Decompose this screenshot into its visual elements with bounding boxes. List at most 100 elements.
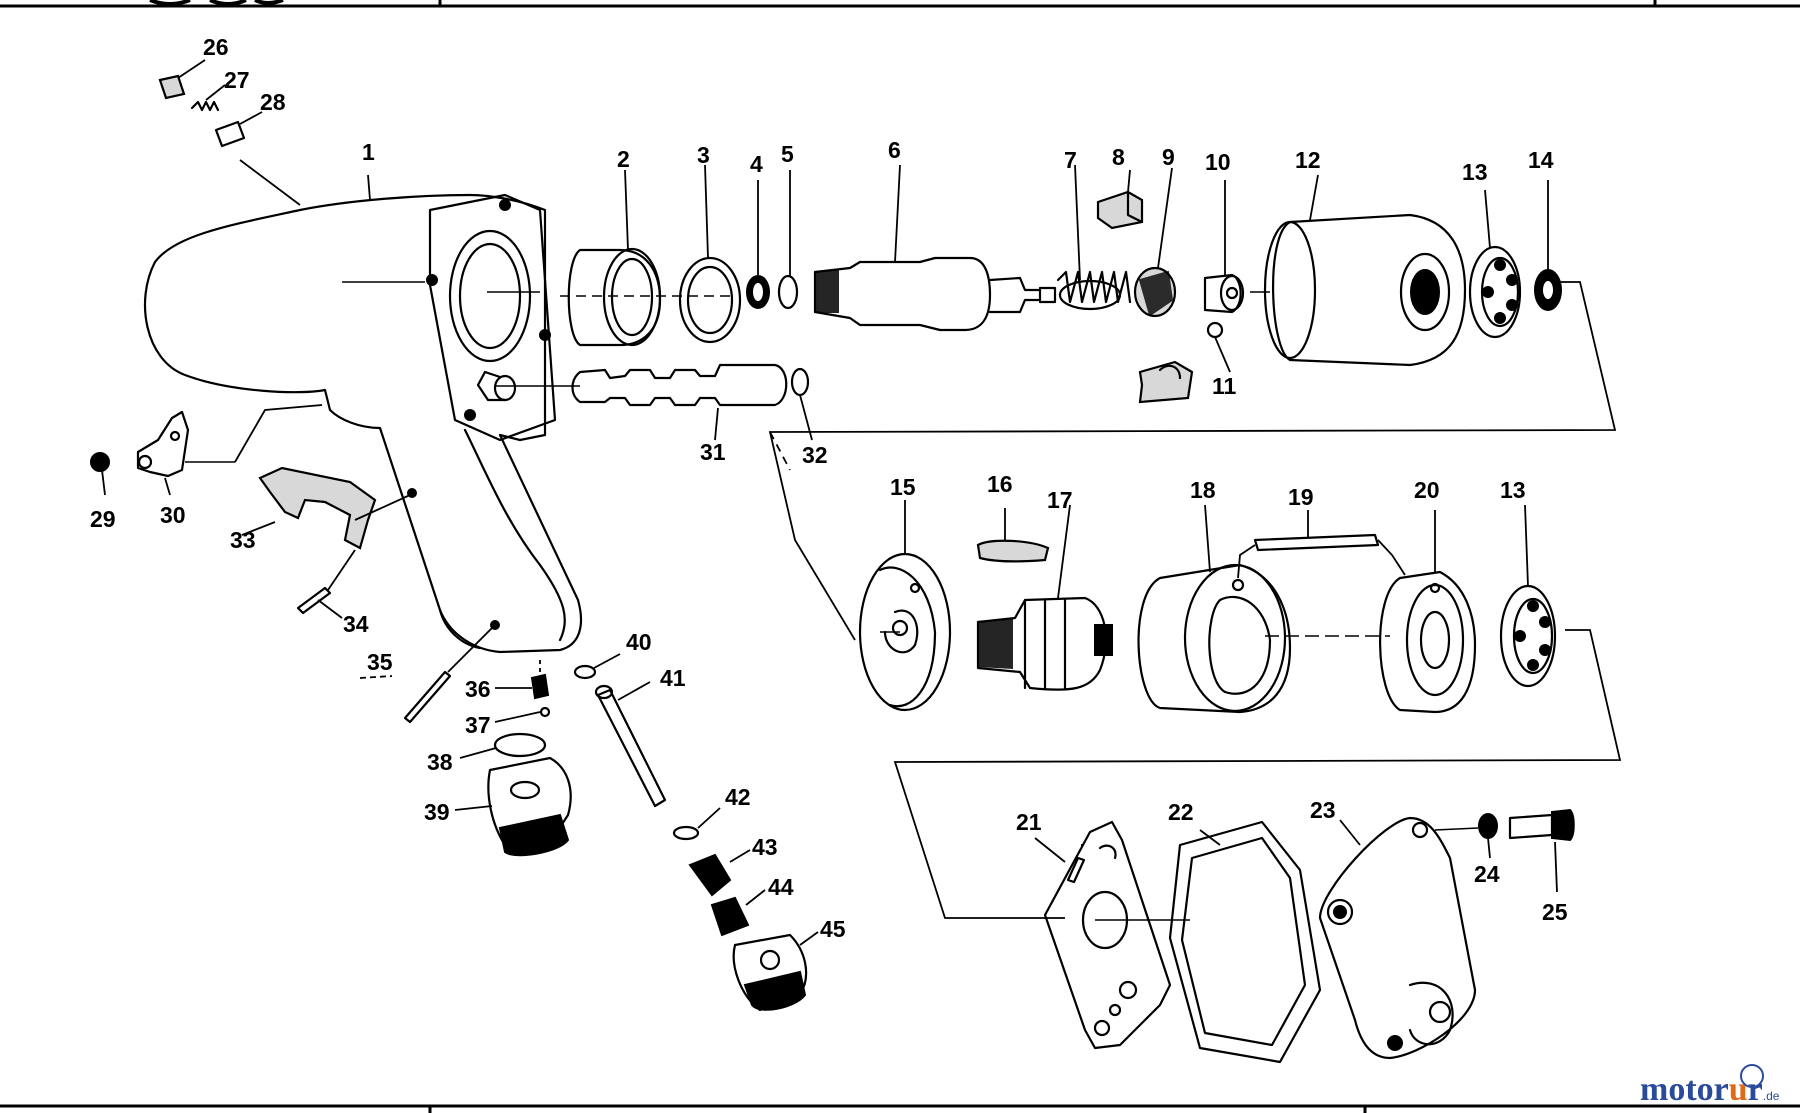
bracket-part-30 bbox=[136, 410, 190, 496]
part-label-25: 25 bbox=[1542, 899, 1568, 925]
pin-part-19 bbox=[1237, 510, 1406, 579]
part-label-2: 2 bbox=[617, 146, 630, 172]
gasket-part-38 bbox=[459, 732, 547, 759]
part-label-40: 40 bbox=[626, 629, 652, 655]
part-label-17: 17 bbox=[1047, 487, 1073, 513]
pin-part-28 bbox=[214, 111, 263, 148]
part-label-3: 3 bbox=[697, 142, 710, 168]
clip-piece bbox=[1138, 360, 1194, 404]
o-ring-part-42 bbox=[672, 807, 721, 841]
inlet-part-45 bbox=[732, 931, 819, 1012]
part-label-24: 24 bbox=[1474, 861, 1500, 887]
part-label-35: 35 bbox=[367, 649, 393, 675]
part-label-18: 18 bbox=[1190, 477, 1216, 503]
leader-lines bbox=[185, 281, 1622, 921]
watermark-text-b: u bbox=[1729, 1071, 1748, 1108]
part-label-30: 30 bbox=[160, 502, 186, 528]
watermark-tld: .de bbox=[1763, 1089, 1780, 1103]
screw-part-36 bbox=[495, 660, 550, 700]
part-label-42: 42 bbox=[725, 784, 751, 810]
part-label-15: 15 bbox=[890, 474, 916, 500]
part-label-44: 44 bbox=[768, 874, 794, 900]
housing-part-1 bbox=[143, 159, 582, 654]
part-label-11: 11 bbox=[1212, 373, 1237, 399]
washer-part-24 bbox=[1434, 813, 1498, 859]
gasket-part-22 bbox=[1168, 820, 1322, 1064]
valve-part-43 bbox=[688, 849, 751, 897]
part-label-36: 36 bbox=[465, 676, 491, 702]
part-label-20: 20 bbox=[1414, 477, 1440, 503]
part-label-6: 6 bbox=[888, 137, 901, 163]
part-label-8: 8 bbox=[1112, 144, 1125, 170]
part-label-45: 45 bbox=[820, 916, 846, 942]
pin-part-34 bbox=[296, 549, 356, 619]
end-plate-part-15 bbox=[858, 500, 952, 712]
rod-part-41 bbox=[594, 681, 667, 808]
o-ring-part-5 bbox=[777, 170, 799, 310]
part-label-1: 1 bbox=[362, 139, 375, 165]
o-ring-part-32 bbox=[790, 367, 813, 441]
part-label-33: 33 bbox=[230, 527, 256, 553]
part-label-34: 34 bbox=[343, 611, 369, 637]
part-label-31: 31 bbox=[700, 439, 726, 465]
part-label-39: 39 bbox=[424, 799, 450, 825]
watermark-text-c: r bbox=[1748, 1071, 1763, 1108]
watermark-globe-icon bbox=[1740, 1064, 1764, 1088]
knob-part-29 bbox=[90, 452, 110, 496]
part-number-labels: 1 2 3 4 5 6 7 8 9 10 11 12 13 14 15 16 1… bbox=[90, 34, 1568, 942]
bearing-part-13-lower bbox=[1499, 504, 1557, 688]
snap-ring-part-4 bbox=[746, 180, 770, 309]
part-label-29: 29 bbox=[90, 506, 116, 532]
part-label-13: 13 bbox=[1462, 159, 1488, 185]
part-label-23: 23 bbox=[1310, 797, 1336, 823]
svg-text:motorur.de: motorur.de bbox=[1640, 1071, 1780, 1108]
part-label-12: 12 bbox=[1295, 147, 1321, 173]
o-ring-part-37 bbox=[494, 706, 551, 723]
part-label-13b: 13 bbox=[1500, 477, 1526, 503]
screw-part-25 bbox=[1508, 808, 1575, 893]
trigger-part-33 bbox=[241, 466, 417, 550]
nut-part-14 bbox=[1534, 180, 1562, 311]
part-label-14: 14 bbox=[1528, 147, 1554, 173]
cylinder-part-18 bbox=[1137, 504, 1292, 714]
cylinder-part-12 bbox=[1250, 174, 1467, 367]
vane-part-16 bbox=[976, 508, 1050, 563]
watermark-logo: motorur.de bbox=[1640, 1064, 1780, 1108]
part-label-21: 21 bbox=[1016, 809, 1042, 835]
rotor-shaft-part-6 bbox=[813, 164, 1057, 332]
rotor-part-17 bbox=[976, 504, 1113, 691]
end-plate-part-20 bbox=[1379, 510, 1477, 714]
part-label-27: 27 bbox=[224, 67, 250, 93]
end-cover-part-23 bbox=[1318, 816, 1477, 1060]
part-label-22: 22 bbox=[1168, 799, 1194, 825]
bushing-part-10 bbox=[1203, 180, 1245, 314]
valve-stem-part-31 bbox=[571, 363, 788, 441]
part-label-26: 26 bbox=[203, 34, 229, 60]
gasket-part-3 bbox=[678, 164, 742, 344]
watermark-text-a: motor bbox=[1640, 1071, 1729, 1108]
cam-part-9 bbox=[1133, 167, 1177, 318]
part-label-38: 38 bbox=[427, 749, 453, 775]
part-label-5: 5 bbox=[781, 141, 794, 167]
part-label-37: 37 bbox=[465, 712, 491, 738]
part-label-10: 10 bbox=[1205, 149, 1231, 175]
fitting-part-39 bbox=[454, 756, 572, 857]
part-label-43: 43 bbox=[752, 834, 778, 860]
spring-part-7 bbox=[1056, 164, 1132, 311]
part-label-19: 19 bbox=[1288, 484, 1314, 510]
part-label-9: 9 bbox=[1162, 144, 1175, 170]
part-label-7: 7 bbox=[1064, 147, 1077, 173]
part-label-4: 4 bbox=[750, 151, 763, 177]
screw-part-26 bbox=[158, 59, 206, 100]
ball-part-11 bbox=[1206, 321, 1231, 373]
bearing-cup-part-2 bbox=[567, 169, 662, 347]
part-label-32: 32 bbox=[802, 442, 828, 468]
o-ring-part-40 bbox=[573, 653, 621, 680]
seal-part-44 bbox=[710, 889, 766, 937]
spring-part-27 bbox=[190, 84, 226, 112]
part-label-28: 28 bbox=[260, 89, 286, 115]
plate-part-21 bbox=[1034, 820, 1172, 1050]
part-label-41: 41 bbox=[660, 665, 686, 691]
